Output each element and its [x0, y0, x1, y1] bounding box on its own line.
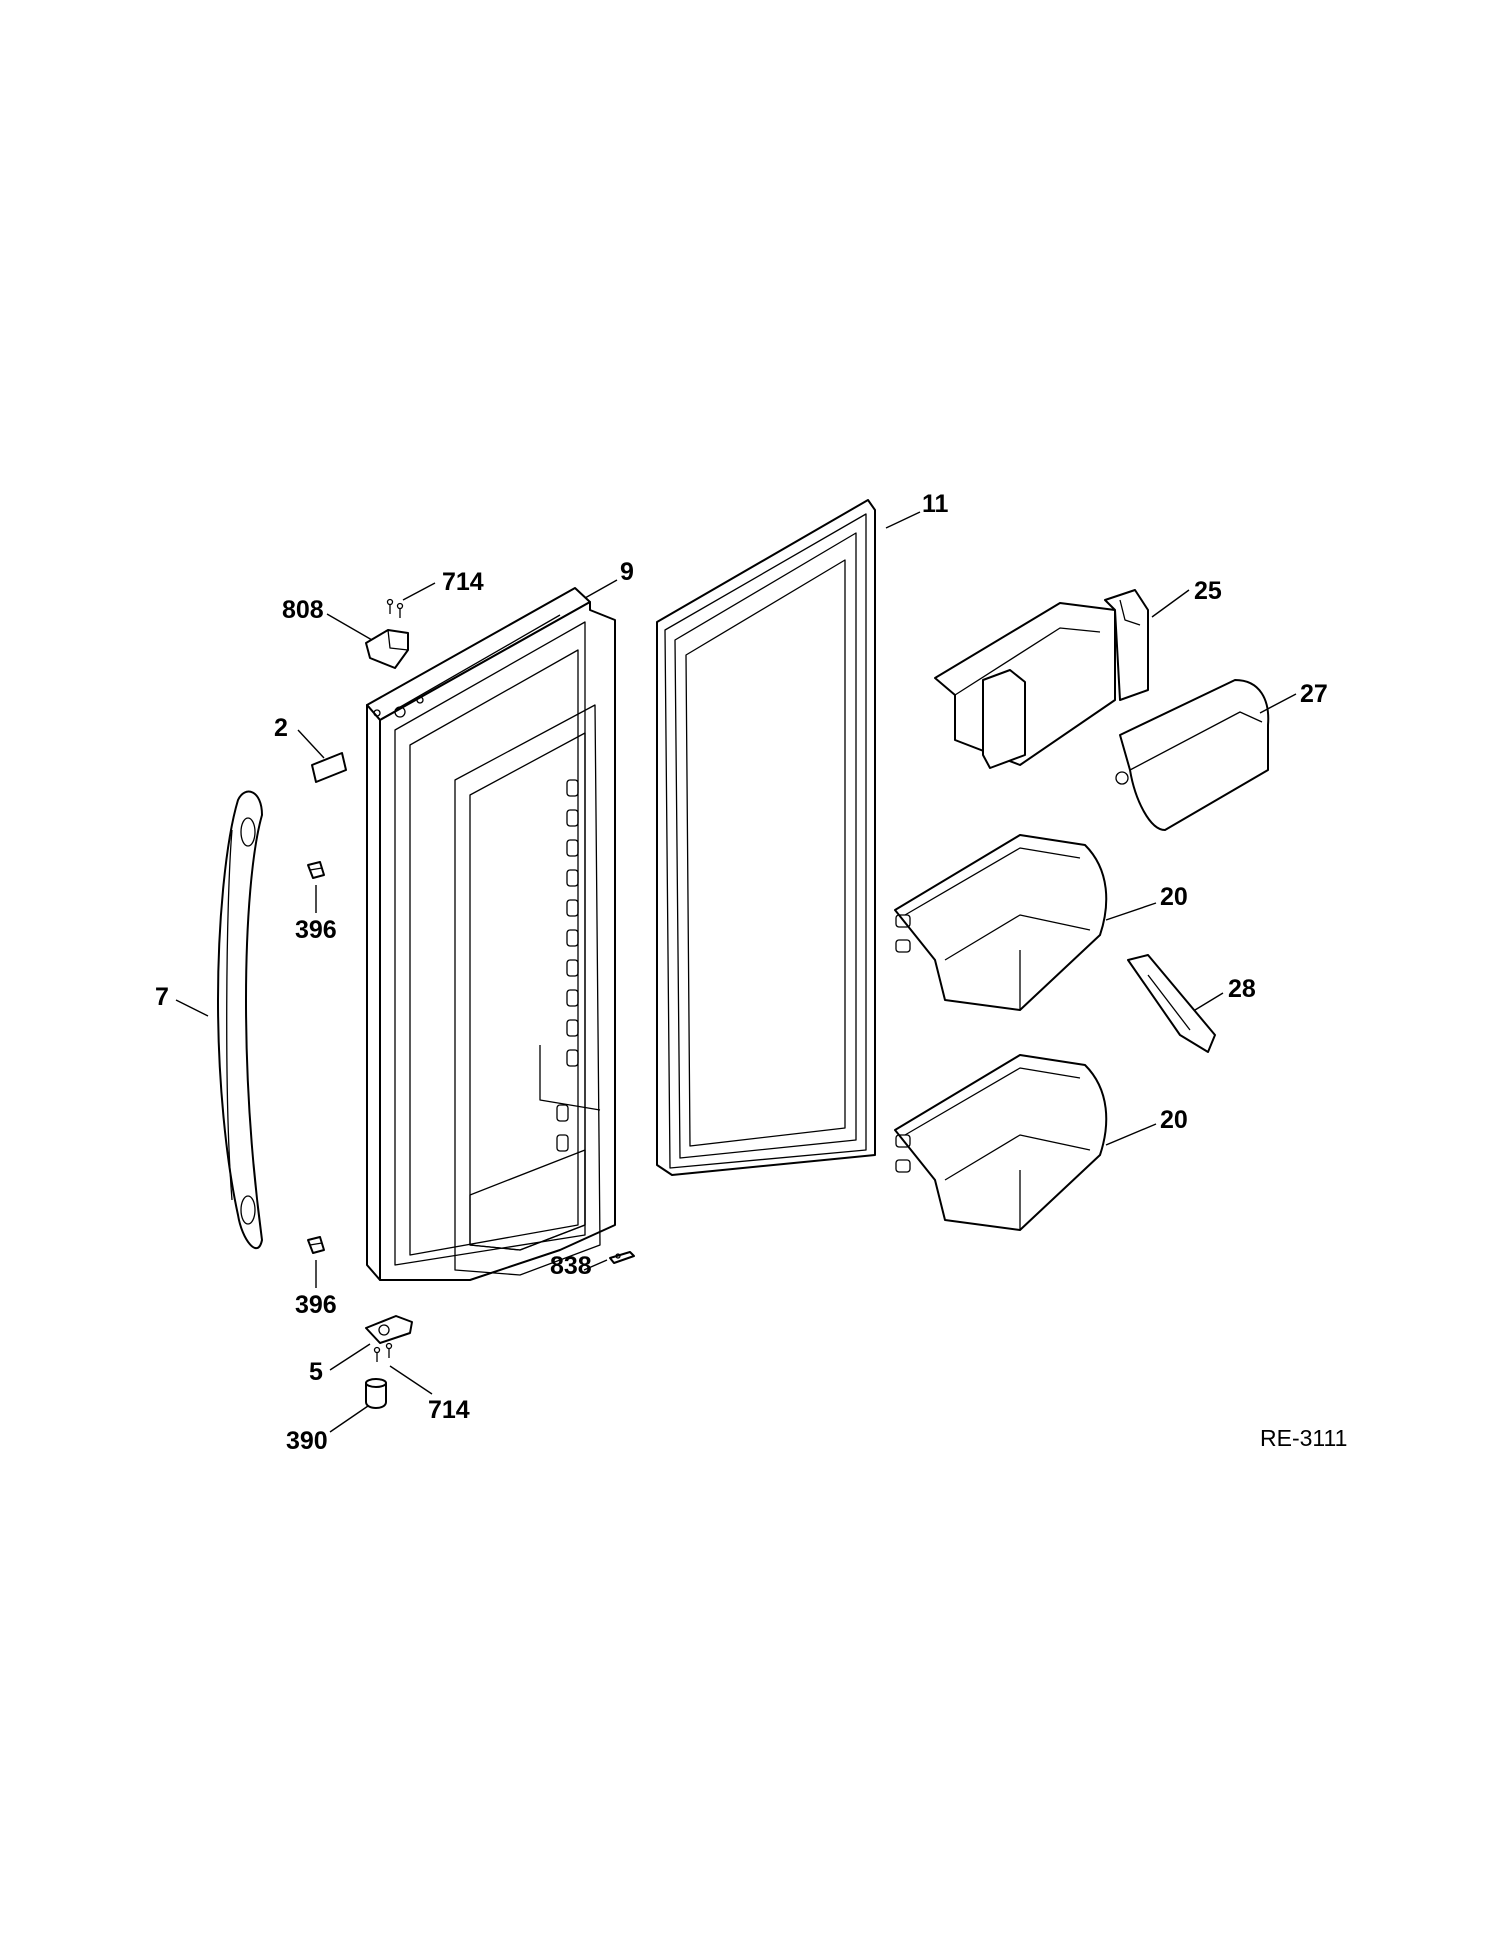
- bracket-838: [609, 1251, 635, 1264]
- callout-396-bottom: 396: [295, 1291, 337, 1319]
- top-hinge-screws: [386, 598, 404, 618]
- callout-714-bottom: 714: [428, 1396, 470, 1424]
- callout-11: 11: [922, 490, 949, 518]
- bottom-hinge-bracket: [365, 1315, 413, 1344]
- callout-25: 25: [1194, 577, 1222, 605]
- dairy-bin: [934, 589, 1149, 769]
- callout-20-upper: 20: [1160, 883, 1188, 911]
- bottom-hinge-screws: [373, 1342, 393, 1362]
- callout-808: 808: [282, 596, 324, 624]
- callout-27: 27: [1300, 680, 1328, 708]
- liner-tabs: [556, 779, 579, 1152]
- door-label: [311, 752, 347, 783]
- bin-divider: [1127, 954, 1216, 1053]
- drawing-reference: RE-3111: [1260, 1425, 1347, 1451]
- fresh-food-door: [366, 587, 616, 1281]
- door-handle: [217, 790, 263, 1249]
- callout-28: 28: [1228, 975, 1256, 1003]
- door-bushing: [365, 1378, 387, 1409]
- dairy-door: [1115, 679, 1270, 831]
- callout-20-lower: 20: [1160, 1106, 1188, 1134]
- hinge-cover: [365, 629, 409, 669]
- callout-396-top: 396: [295, 916, 337, 944]
- callout-714-top: 714: [442, 568, 484, 596]
- callout-5: 5: [309, 1358, 323, 1386]
- handle-screw-bottom: [307, 1236, 325, 1254]
- callout-838: 838: [550, 1252, 592, 1280]
- handle-screw-top: [307, 861, 325, 879]
- door-gasket: [656, 499, 876, 1176]
- callout-390: 390: [286, 1427, 328, 1455]
- door-bin-lower: [894, 1054, 1108, 1231]
- leader-lines: [175, 511, 1297, 1433]
- callout-2: 2: [274, 714, 288, 742]
- door-bin-upper: [894, 834, 1108, 1011]
- callout-labels: 11 9 714 808 2 25 27 20 28 20 7 396 396 …: [155, 490, 1328, 1455]
- callout-9: 9: [620, 558, 634, 586]
- callout-7: 7: [155, 983, 169, 1011]
